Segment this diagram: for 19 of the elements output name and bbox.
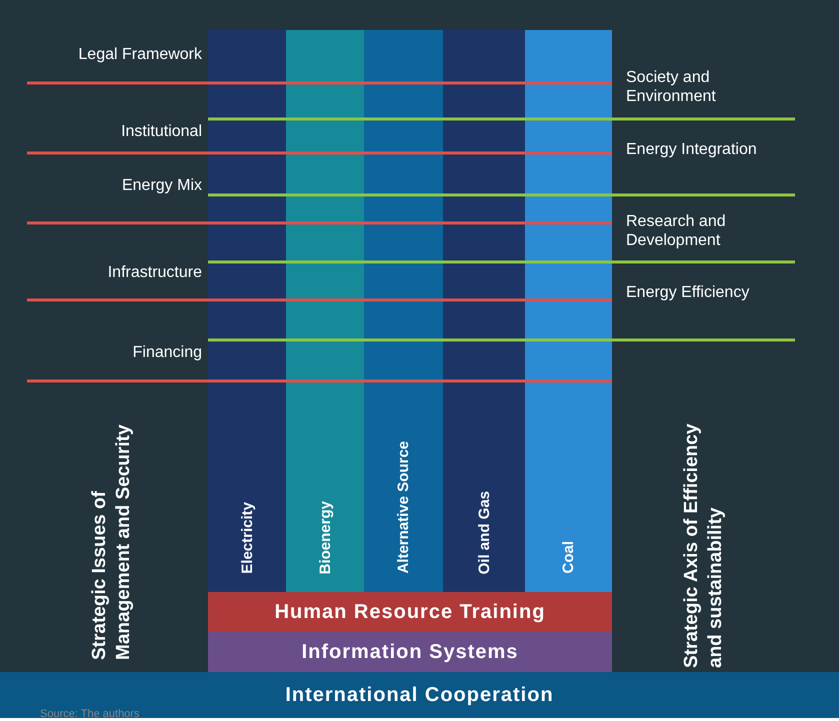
side-title: Strategic Axis of Efficiency and sustainability: [680, 422, 727, 668]
horizontal-band: Human Resource Training: [208, 592, 612, 632]
side-title: Strategic Issues of Management and Security: [88, 424, 135, 660]
row-label: Legal Framework: [78, 45, 202, 64]
row-label: Institutional: [121, 122, 202, 141]
row-label: Energy Integration: [626, 140, 758, 159]
column-band: Bioenergy: [286, 30, 364, 592]
caption: Source: The authors: [40, 708, 140, 720]
row-label: Financing: [132, 343, 202, 362]
row-label: Research and Development: [626, 212, 727, 250]
row-label: Energy Mix: [122, 176, 202, 195]
row-label: Infrastructure: [108, 263, 202, 282]
column-band: Electricity: [208, 30, 286, 592]
horizontal-band: Information Systems: [208, 632, 612, 672]
column-band: Alternative Source: [364, 30, 443, 592]
row-label: Society and Environment: [626, 68, 717, 106]
column-band: Coal: [525, 30, 612, 592]
column-band: Oil and Gas: [443, 30, 525, 592]
row-label: Energy Efficiency: [626, 283, 750, 302]
